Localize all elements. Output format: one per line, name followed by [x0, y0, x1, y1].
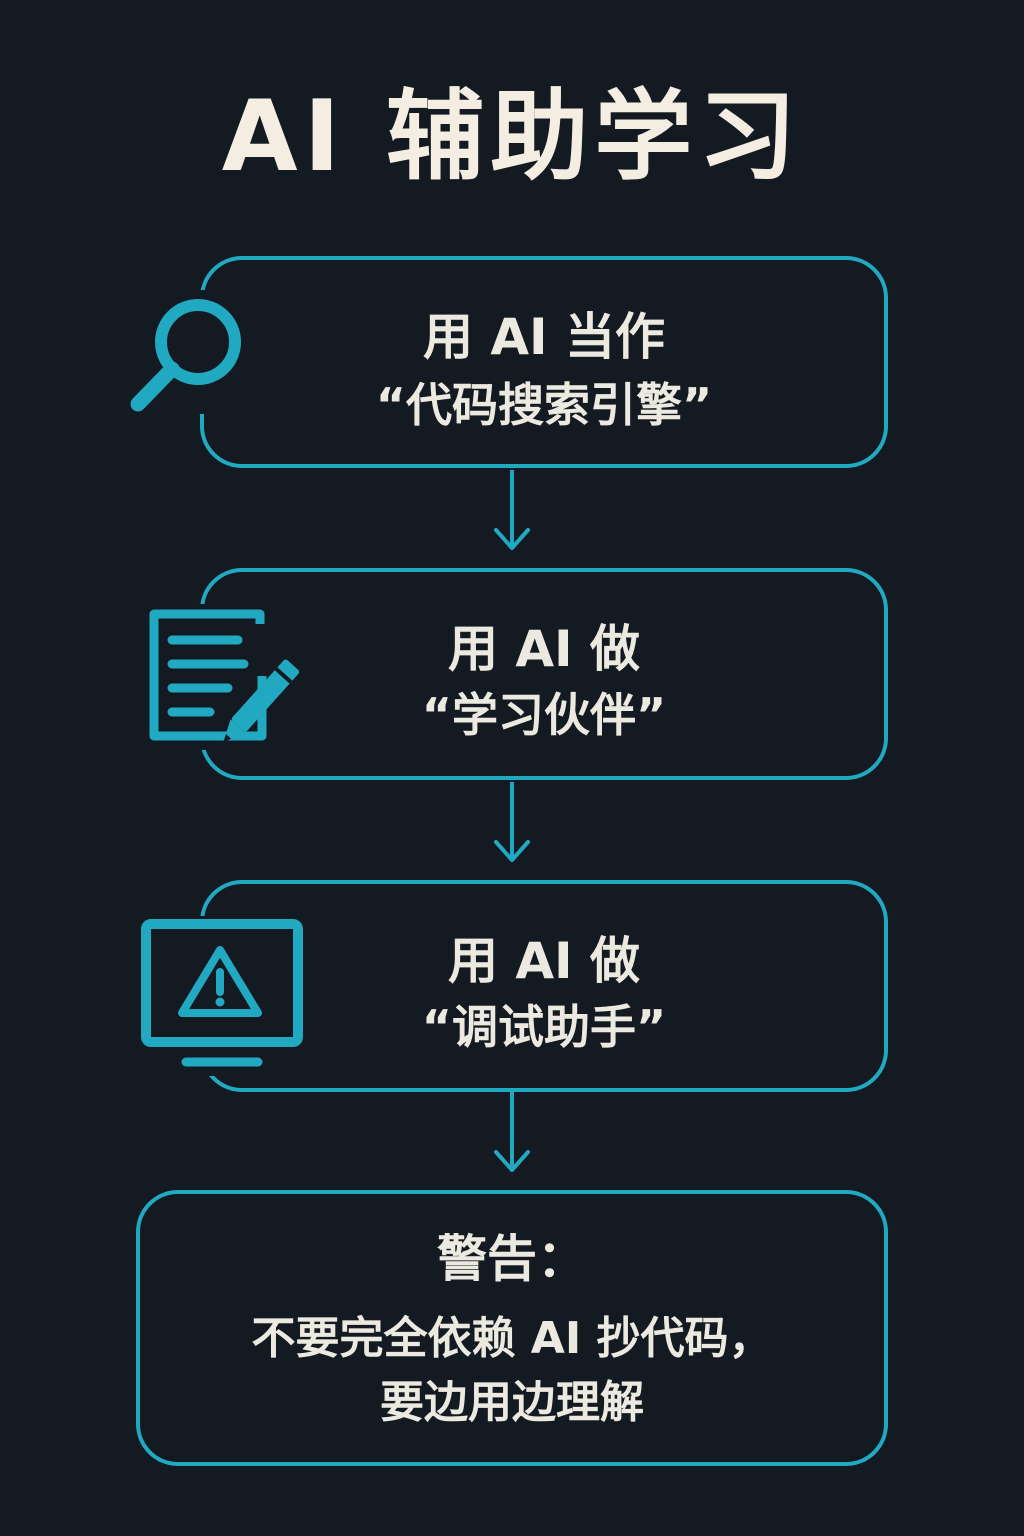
step-1-line1: 用 AI 当作	[422, 308, 666, 366]
warning-line1: 不要完全依赖 AI 抄代码，	[251, 1313, 773, 1364]
document-pencil-icon	[140, 604, 316, 750]
step-2-line1: 用 AI 做	[447, 620, 641, 678]
step-3-line2: “调试助手”	[421, 1000, 667, 1054]
warning-line2: 要边用边理解	[380, 1377, 644, 1428]
step-1-line2: “代码搜索引擎”	[375, 378, 713, 432]
step-box-search-engine: 用 AI 当作 “代码搜索引擎”	[200, 256, 888, 468]
flow-arrow-2	[492, 782, 532, 866]
step-box-study-partner: 用 AI 做 “学习伙伴”	[200, 568, 888, 780]
step-3-line1: 用 AI 做	[447, 932, 641, 990]
flow-arrow-1	[492, 470, 532, 554]
step-2-line2: “学习伙伴”	[421, 688, 667, 742]
flow-arrow-3	[492, 1092, 532, 1176]
monitor-warning-icon	[140, 916, 304, 1076]
warning-heading: 警告：	[437, 1230, 587, 1288]
step-box-debug-assistant: 用 AI 做 “调试助手”	[200, 880, 888, 1092]
magnifier-icon	[126, 290, 252, 414]
page-title: AI 辅助学习	[221, 80, 803, 194]
warning-box: 警告： 不要完全依赖 AI 抄代码， 要边用边理解	[136, 1190, 888, 1466]
